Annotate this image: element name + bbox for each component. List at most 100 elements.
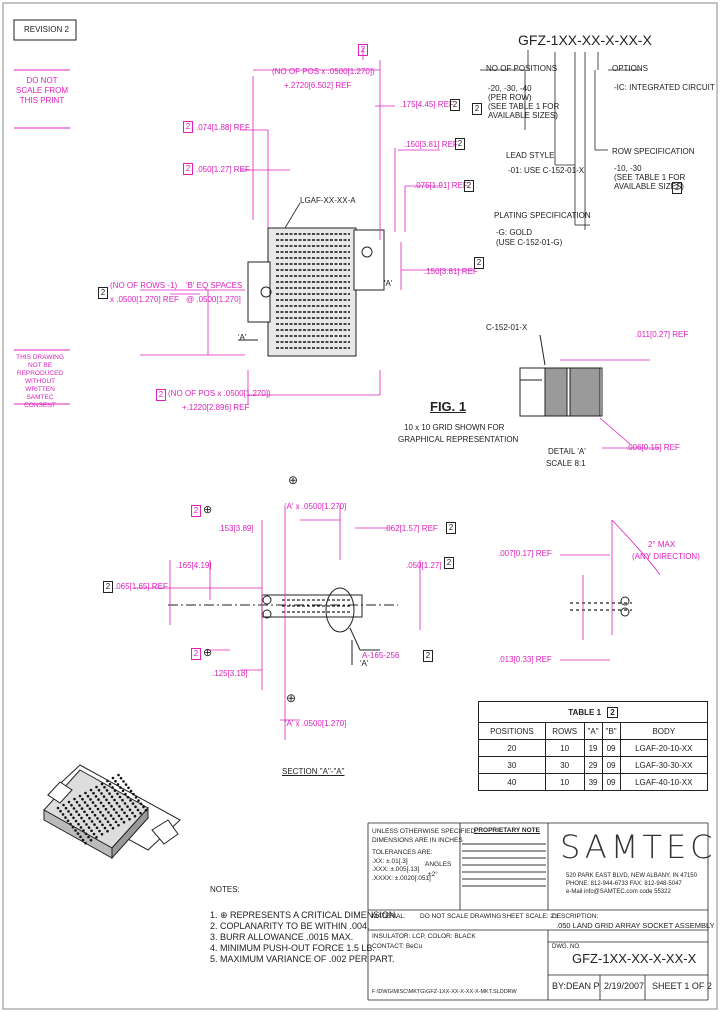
contact-dot bbox=[84, 832, 88, 836]
dim-eq-spaces: 'B' EQ SPACES bbox=[186, 281, 243, 290]
contact-dot bbox=[93, 813, 97, 817]
contact-dot bbox=[122, 820, 126, 824]
contact-dot bbox=[118, 805, 121, 808]
contact-dot bbox=[64, 816, 67, 819]
contact-dot bbox=[134, 805, 137, 809]
contact-dot bbox=[86, 804, 89, 807]
contact-dot bbox=[95, 826, 99, 830]
contact-dot bbox=[134, 796, 138, 799]
dim-rows-b: x .0500[1.270] REF bbox=[110, 295, 179, 304]
contact-dot bbox=[109, 823, 112, 827]
c152-label: C-152-01-X bbox=[486, 323, 528, 332]
revision-label: REVISION 2 bbox=[24, 25, 69, 34]
sheet-value: SHEET 1 OF 2 bbox=[652, 981, 712, 991]
table-cell: 30 bbox=[544, 756, 585, 774]
contact-dot bbox=[91, 801, 95, 804]
contact-dot bbox=[70, 803, 73, 807]
contact-dot bbox=[72, 816, 75, 820]
company-line: e-Mail info@SAMTEC.com code 55322 bbox=[566, 889, 671, 895]
dim-positions-b: +.2720[6.502] REF bbox=[284, 81, 352, 90]
dim-rows: (NO OF ROWS -1) bbox=[110, 281, 178, 290]
contact-dot bbox=[69, 822, 72, 826]
critical-symbol: ⊕ bbox=[288, 473, 299, 487]
date-value: 2/19/2007 bbox=[604, 981, 645, 991]
contact-dot bbox=[89, 788, 93, 792]
contact-dot bbox=[74, 819, 78, 823]
table-cell: 20 bbox=[478, 739, 546, 757]
do-not-scale-label: DO NOT SCALE DRAWING bbox=[420, 913, 502, 920]
note-line: WITHOUT WRITTEN bbox=[24, 378, 56, 393]
contact-dot bbox=[117, 823, 120, 827]
dim-s10: .007[0.17] REF bbox=[498, 549, 552, 558]
dim-150-top: .150[3.81] REF bbox=[404, 140, 458, 149]
ref-2-badge: 2 bbox=[672, 182, 682, 194]
contact-dot bbox=[106, 829, 109, 833]
critical-symbol: ⊕ bbox=[203, 647, 213, 659]
table-cell: 09 bbox=[601, 739, 621, 757]
proprietary-title: PROPRIETARY NOTE bbox=[474, 827, 540, 834]
contact-dot bbox=[98, 820, 102, 823]
table-title-row: TABLE 1 2 bbox=[478, 701, 708, 723]
ref-2-badge: 2 bbox=[607, 706, 618, 718]
by-value: DEAN P bbox=[566, 981, 600, 991]
fine-print-line bbox=[462, 843, 546, 845]
contact-dot bbox=[62, 803, 65, 807]
dim-075: .075[1.91] REF bbox=[414, 181, 468, 190]
contact-dot bbox=[79, 826, 83, 829]
contact-dot bbox=[104, 817, 107, 820]
contact-dot bbox=[137, 799, 140, 802]
contact-dot bbox=[123, 802, 127, 805]
contact-dot bbox=[103, 826, 107, 830]
contact-dot bbox=[139, 811, 142, 815]
dim-175: .175[4.45] REF bbox=[400, 100, 454, 109]
contact-dot bbox=[121, 789, 125, 793]
ref-2-badge: 2 bbox=[446, 522, 456, 534]
ref-2-badge: 2 bbox=[156, 389, 166, 401]
section-title: SECTION "A"-"A" bbox=[282, 767, 345, 776]
file-path: F:\DWG\MISC\MKTG\GFZ-1XX-XX-X-XX-X-MKT.S… bbox=[372, 989, 517, 995]
table-cell: LGAF-30-30-XX bbox=[619, 756, 709, 774]
contact-dot bbox=[118, 795, 122, 799]
contact-dot bbox=[107, 811, 110, 814]
table-1: TABLE 1 2 POSITIONS ROWS "A" "B" BODY 20… bbox=[478, 701, 709, 791]
contact-dot bbox=[66, 819, 70, 823]
fine-print-line bbox=[462, 878, 546, 880]
dim-050: .050[1.27] REF bbox=[196, 165, 250, 174]
contact-dot bbox=[85, 813, 89, 817]
contact-dot bbox=[110, 804, 113, 808]
table-row: 40 10 39 09 LGAF-40-10-XX bbox=[478, 773, 709, 791]
contact-dot bbox=[126, 805, 129, 808]
ref-2-badge: 2 bbox=[474, 257, 484, 269]
contact-dot bbox=[86, 794, 90, 798]
dwg-no-label: DWG. NO. bbox=[552, 944, 581, 950]
ref-2-badge: 2 bbox=[464, 180, 474, 192]
table-cell: 39 bbox=[583, 773, 603, 791]
note-line: SAMTEC bbox=[26, 394, 54, 401]
tb-line: UNLESS OTHERWISE SPECIFIED, bbox=[372, 828, 477, 835]
dim-s7: A-165-256 bbox=[362, 651, 400, 660]
table-cell: 29 bbox=[583, 756, 603, 774]
contact-dot bbox=[78, 794, 82, 798]
lgaf-label: LGAF-XX-XX-A bbox=[300, 196, 356, 205]
contact-dot bbox=[131, 811, 134, 815]
contact-dot bbox=[59, 809, 62, 813]
table-cell: LGAF-20-10-XX bbox=[619, 739, 709, 757]
contact-dot bbox=[129, 799, 132, 802]
contact-dot bbox=[80, 816, 83, 820]
contact-dot bbox=[88, 807, 92, 811]
contact-label: CONTACT: BeCu bbox=[372, 943, 423, 950]
note-item: 2. COPLANARITY TO BE WITHIN .004. bbox=[210, 921, 370, 931]
dim-s8: .125[3.18] bbox=[212, 669, 248, 678]
contact-dot bbox=[102, 795, 106, 798]
contact-dot bbox=[97, 788, 101, 792]
contact-dot bbox=[112, 817, 115, 821]
contact-dot bbox=[89, 838, 93, 842]
plating-label: PLATING SPECIFICATION bbox=[494, 211, 591, 220]
contact-dot bbox=[121, 798, 124, 802]
table-header-cell: "B" bbox=[601, 722, 621, 740]
fine-print-line bbox=[462, 857, 546, 859]
contact-dot bbox=[129, 789, 133, 793]
options-label: OPTIONS bbox=[612, 64, 649, 73]
contact-dot bbox=[126, 795, 130, 799]
section-marker-a: 'A' bbox=[384, 279, 393, 288]
